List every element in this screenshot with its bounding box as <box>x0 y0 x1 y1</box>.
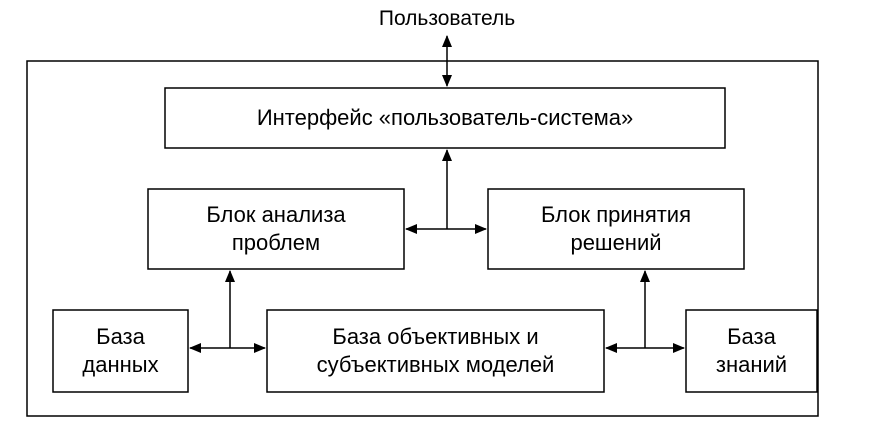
knowledge-base-label: База знаний <box>715 324 788 377</box>
models-base-box <box>266 309 605 393</box>
database-box <box>52 309 189 393</box>
interface-label: Интерфейс «пользователь-система» <box>256 105 634 130</box>
decision-making-box <box>487 188 745 270</box>
database-label: База данных <box>82 324 159 377</box>
problem-analysis-label: Блок анализа проблем <box>206 202 346 255</box>
knowledge-base-box <box>685 309 818 393</box>
user-label: Пользователь <box>378 7 516 30</box>
system-boundary <box>26 60 819 417</box>
problem-analysis-box <box>147 188 405 270</box>
interface-box <box>164 87 726 149</box>
decision-making-label: Блок принятия решений <box>540 202 692 255</box>
models-base-label: База объективных и субъективных моделей <box>316 324 555 377</box>
